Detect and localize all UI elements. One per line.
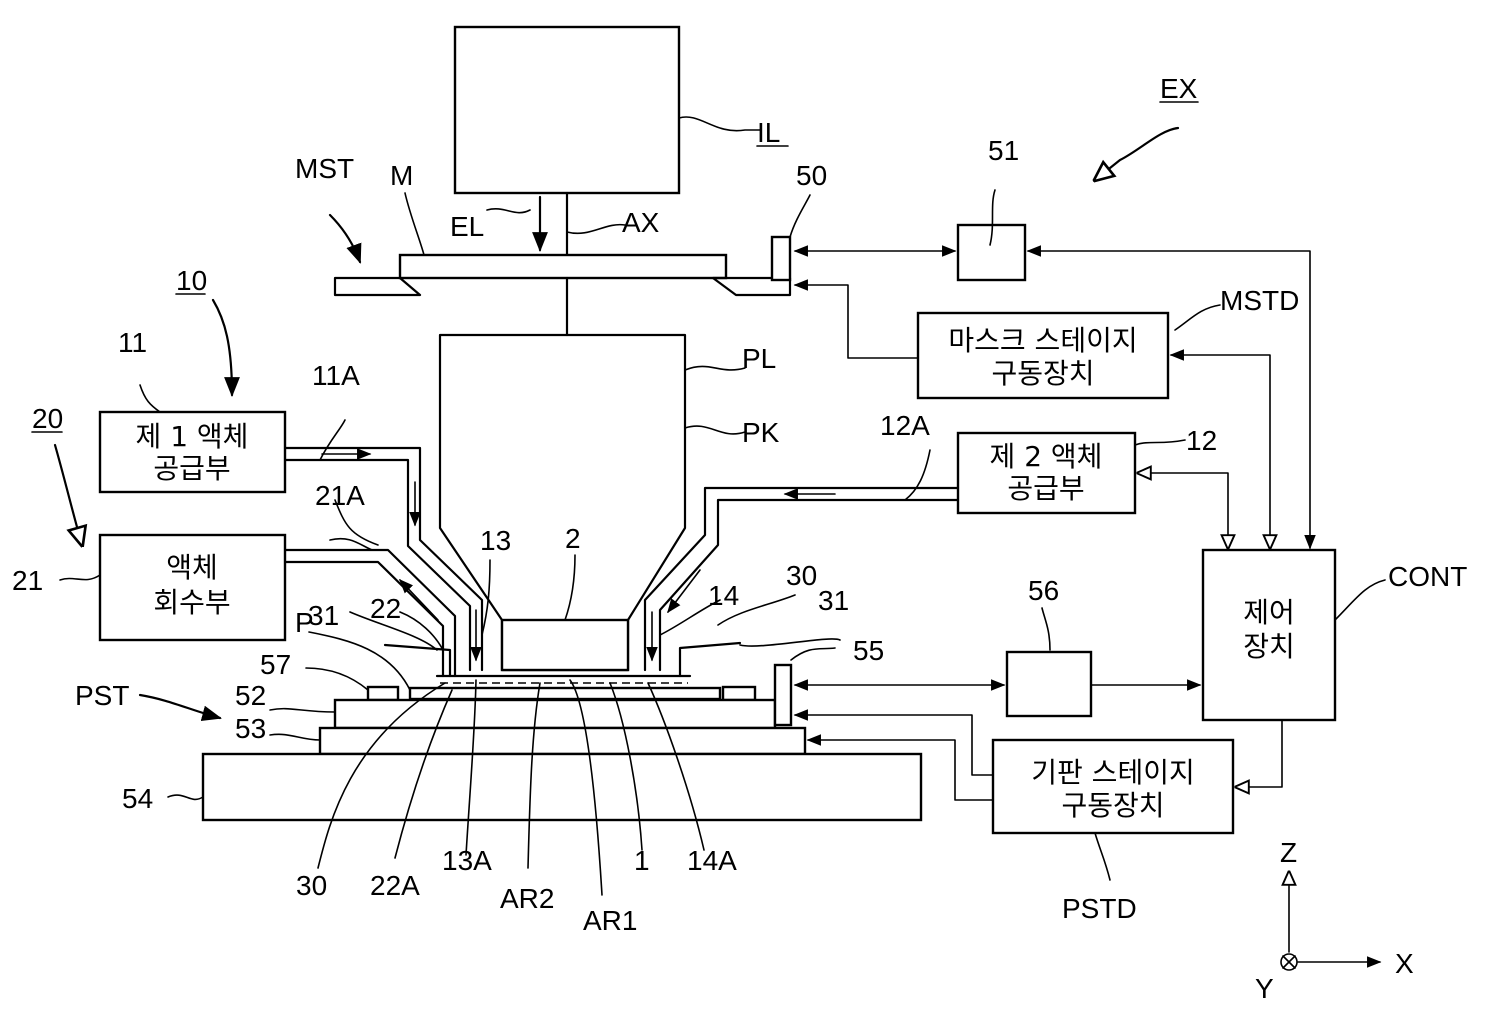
svg-text:공급부: 공급부 [153, 452, 230, 485]
svg-text:54: 54 [122, 783, 153, 814]
svg-text:EL: EL [450, 211, 484, 242]
svg-text:M: M [390, 160, 413, 191]
svg-text:10: 10 [176, 265, 207, 296]
mask-stage [335, 278, 420, 295]
svg-text:PST: PST [75, 680, 129, 711]
mirror-55 [775, 665, 791, 725]
svg-text:14: 14 [708, 580, 739, 611]
svg-text:X: X [1395, 948, 1414, 979]
svg-text:20: 20 [32, 403, 63, 434]
svg-text:30: 30 [296, 870, 327, 901]
svg-text:MSTD: MSTD [1220, 285, 1299, 316]
controller-box: 제어 장치 [1203, 550, 1335, 720]
svg-text:12: 12 [1186, 425, 1217, 456]
svg-text:기판 스테이지: 기판 스테이지 [1031, 756, 1194, 789]
stage-53 [320, 728, 805, 754]
svg-text:2: 2 [565, 523, 581, 554]
mask [400, 255, 726, 278]
substrate-stage-drive-box: 기판 스테이지 구동장치 [993, 740, 1233, 833]
svg-text:51: 51 [988, 135, 1019, 166]
svg-text:PSTD: PSTD [1062, 893, 1137, 924]
liquid-recovery-box: 액체 회수부 [100, 535, 285, 640]
svg-text:IL: IL [757, 117, 780, 148]
svg-text:30: 30 [786, 560, 817, 591]
optical-element-2 [502, 620, 628, 670]
svg-text:Z: Z [1280, 837, 1297, 868]
svg-text:공급부: 공급부 [1007, 472, 1084, 505]
interferometer-56-box [1007, 652, 1091, 716]
svg-text:AX: AX [622, 207, 660, 238]
svg-text:13A: 13A [442, 845, 492, 876]
svg-text:56: 56 [1028, 575, 1059, 606]
svg-text:구동장치: 구동장치 [991, 357, 1094, 390]
second-liquid-supply-box: 제 2 액체 공급부 [958, 433, 1135, 513]
svg-text:53: 53 [235, 713, 266, 744]
substrate-holder-52 [335, 700, 775, 728]
svg-text:12A: 12A [880, 410, 930, 441]
mask-stage-drive-box: 마스크 스테이지 구동장치 [918, 313, 1168, 398]
svg-text:제 2 액체: 제 2 액체 [990, 440, 1103, 473]
mirror-50 [772, 237, 790, 280]
illumination-system-box [455, 27, 679, 193]
svg-text:MST: MST [295, 153, 354, 184]
reference-member-57 [368, 687, 398, 700]
svg-text:P: P [295, 607, 314, 638]
svg-text:제어: 제어 [1243, 596, 1295, 629]
svg-text:CONT: CONT [1388, 561, 1467, 592]
svg-text:21A: 21A [315, 480, 365, 511]
svg-text:11A: 11A [312, 360, 360, 391]
svg-text:21: 21 [12, 565, 43, 596]
svg-text:PL: PL [742, 343, 776, 374]
svg-text:AR2: AR2 [500, 883, 554, 914]
svg-text:13: 13 [480, 525, 511, 556]
svg-text:회수부: 회수부 [153, 586, 230, 619]
svg-text:제 1 액체: 제 1 액체 [136, 420, 249, 453]
svg-text:장치: 장치 [1243, 630, 1295, 663]
svg-text:PK: PK [742, 417, 780, 448]
svg-text:AR1: AR1 [583, 905, 637, 936]
svg-text:22A: 22A [370, 870, 420, 901]
svg-text:EX: EX [1160, 73, 1198, 104]
svg-text:마스크 스테이지: 마스크 스테이지 [948, 324, 1137, 357]
svg-text:구동장치: 구동장치 [1061, 789, 1164, 822]
svg-text:50: 50 [796, 160, 827, 191]
svg-text:52: 52 [235, 680, 266, 711]
svg-text:14A: 14A [687, 845, 737, 876]
svg-text:55: 55 [853, 635, 884, 666]
svg-text:31: 31 [818, 585, 849, 616]
svg-text:액체: 액체 [166, 551, 218, 584]
svg-text:Y: Y [1255, 973, 1274, 1004]
svg-text:1: 1 [634, 845, 650, 876]
substrate-p [410, 688, 720, 699]
svg-text:11: 11 [118, 327, 147, 358]
coordinate-axes [1281, 872, 1380, 970]
base-54 [203, 754, 921, 820]
svg-text:22: 22 [370, 593, 401, 624]
first-liquid-supply-box: 제 1 액체 공급부 [100, 412, 285, 492]
svg-text:57: 57 [260, 649, 291, 680]
